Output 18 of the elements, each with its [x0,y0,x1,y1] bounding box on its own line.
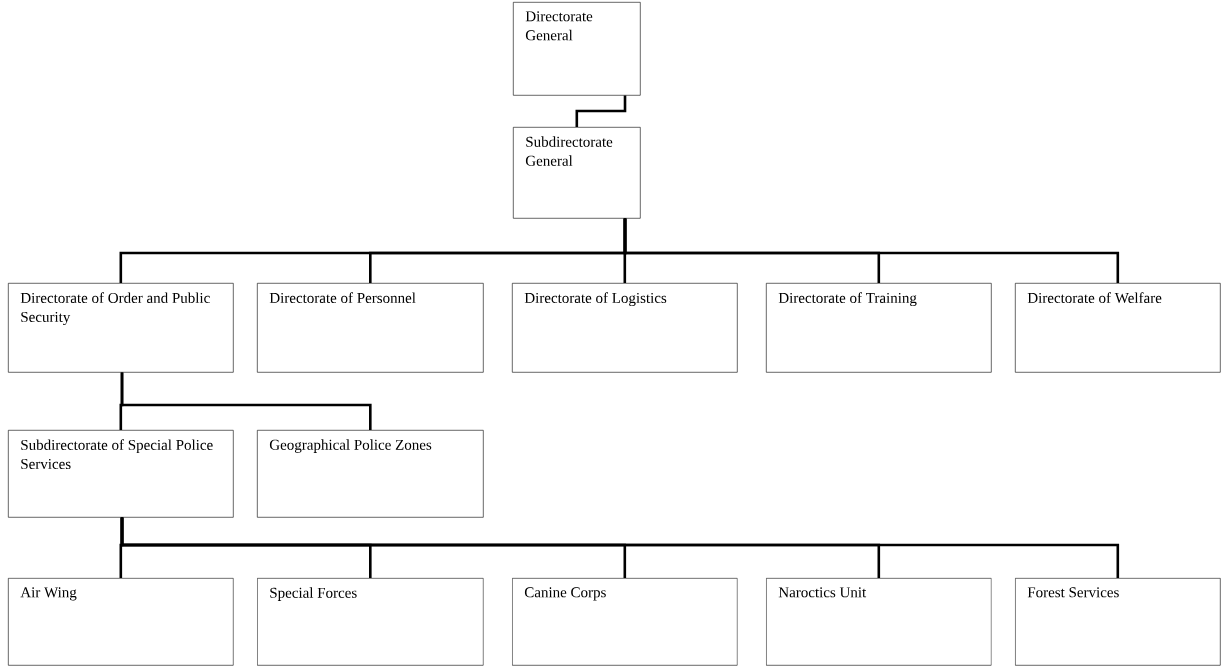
org-box: Directorate of Welfare [1015,283,1221,373]
org-box: Naroctics Unit [766,578,992,666]
connector-line [575,95,627,127]
org-box: Directorate of Training [766,283,992,373]
org-box: Subdirectorate of Special Police Services [8,430,234,518]
org-box: Directorate of Logistics [512,283,738,373]
org-box: Special Forces [257,578,484,666]
org-box: Geographical Police Zones [257,430,484,518]
connector-line [120,372,372,430]
org-box: Subdirectorate General [513,127,641,219]
org-box: Canine Corps [512,578,738,666]
connector-line [120,517,1120,578]
org-box: Directorate of Personnel [257,283,484,373]
org-box: Air Wing [8,578,234,666]
org-box: Forest Services [1015,578,1221,666]
org-box: Directorate General [513,2,641,96]
org-box: Directorate of Order and Public Security [8,283,234,373]
connector-line [623,218,1120,283]
